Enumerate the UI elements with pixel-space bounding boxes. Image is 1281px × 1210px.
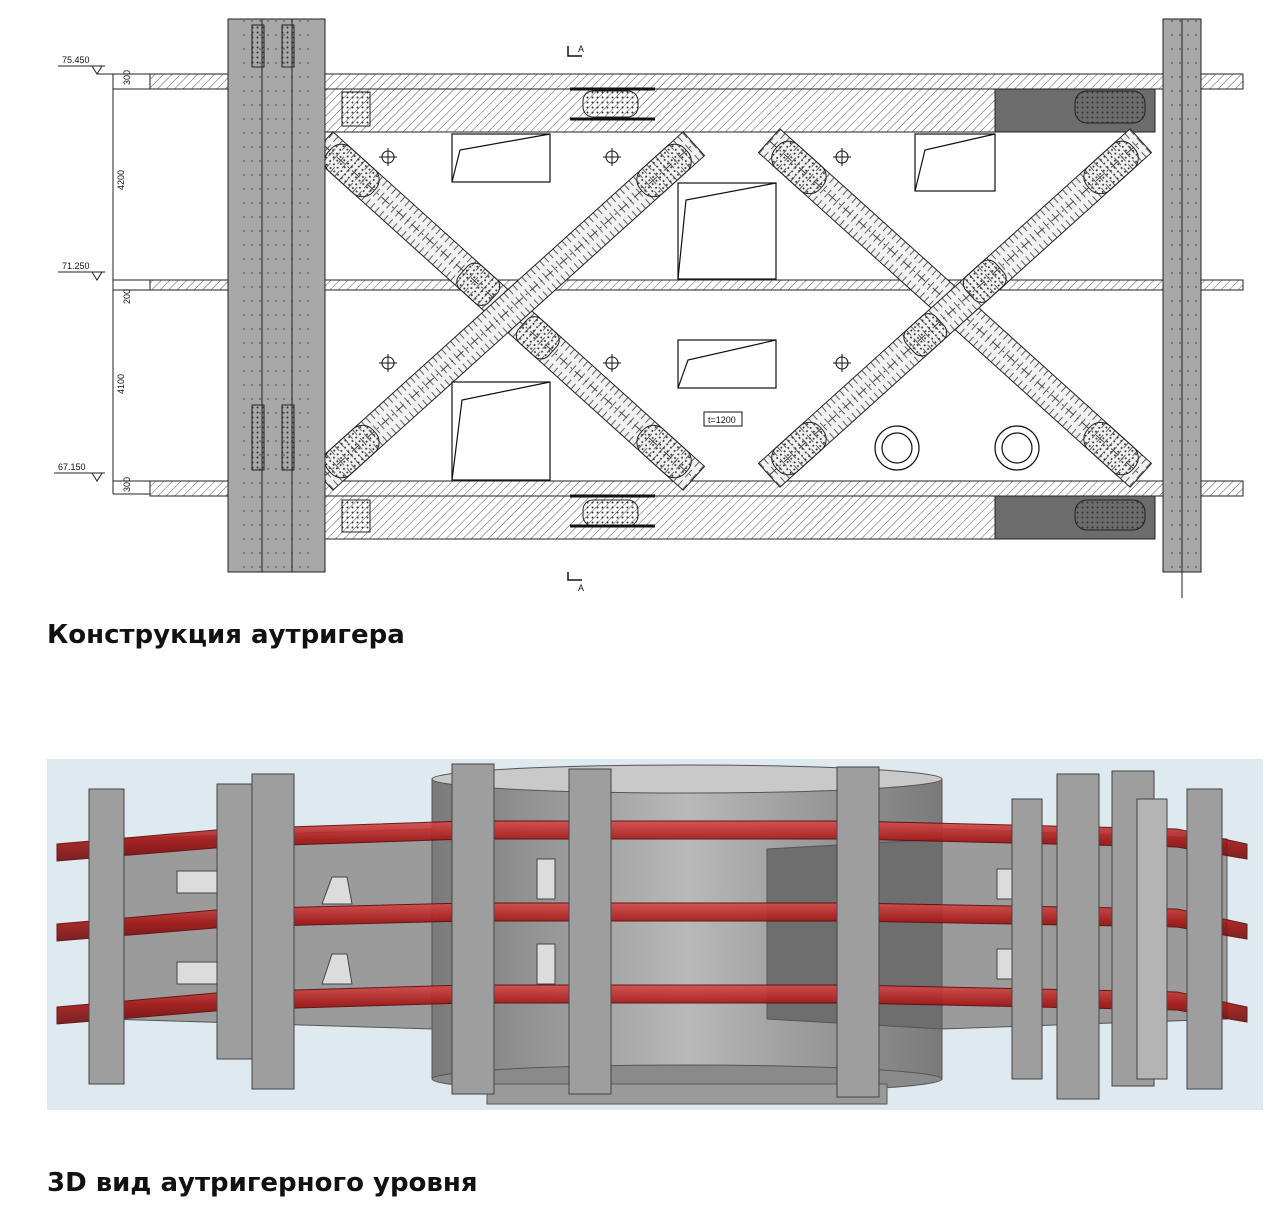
level-mark-middle: 71.250 — [58, 261, 105, 281]
dim-label-0: 300 — [122, 70, 132, 85]
level-mark-label-2: 67.150 — [58, 462, 86, 472]
wall-openings — [451, 133, 996, 481]
section-marker-bottom-label: A — [578, 583, 584, 593]
middle-chord — [149, 279, 1244, 291]
section-marker-bottom: A — [567, 572, 584, 593]
level-mark-label-0: 75.450 — [62, 55, 90, 65]
dim-label-1: 4200 — [116, 170, 126, 190]
bottom-chord — [149, 480, 1244, 540]
plate-label-text: t=1200 — [708, 415, 736, 425]
circular-openings — [874, 425, 1040, 471]
right-column — [1162, 18, 1202, 598]
wall-openings-3d — [176, 858, 1038, 985]
outrigger-3d-render — [47, 759, 1263, 1110]
plate-thickness-label: t=1200 — [703, 411, 743, 427]
caption-outrigger-3d-view: 3D вид аутригерного уровня — [47, 1168, 478, 1198]
section-marker-top: A — [567, 44, 584, 57]
left-column — [227, 18, 326, 573]
crosshair-markers — [379, 148, 851, 372]
dim-label-2: 200 — [122, 289, 132, 304]
outrigger-section-drawing: 300 4200 200 4100 300 75.450 71.250 67.1… — [54, 18, 1244, 598]
level-mark-label-1: 71.250 — [62, 261, 90, 271]
dimension-chain: 300 4200 200 4100 300 — [112, 70, 150, 495]
perimeter-columns — [88, 763, 1223, 1100]
section-marker-top-label: A — [578, 44, 584, 54]
dim-label-4: 300 — [122, 477, 132, 492]
level-mark-bottom: 67.150 — [54, 462, 105, 482]
dim-label-3: 4100 — [116, 374, 126, 394]
top-chord — [149, 73, 1244, 133]
level-mark-top: 75.450 — [58, 55, 113, 75]
diagonal-braces — [310, 128, 1153, 491]
caption-outrigger-structure: Конструкция аутригера — [47, 620, 405, 650]
